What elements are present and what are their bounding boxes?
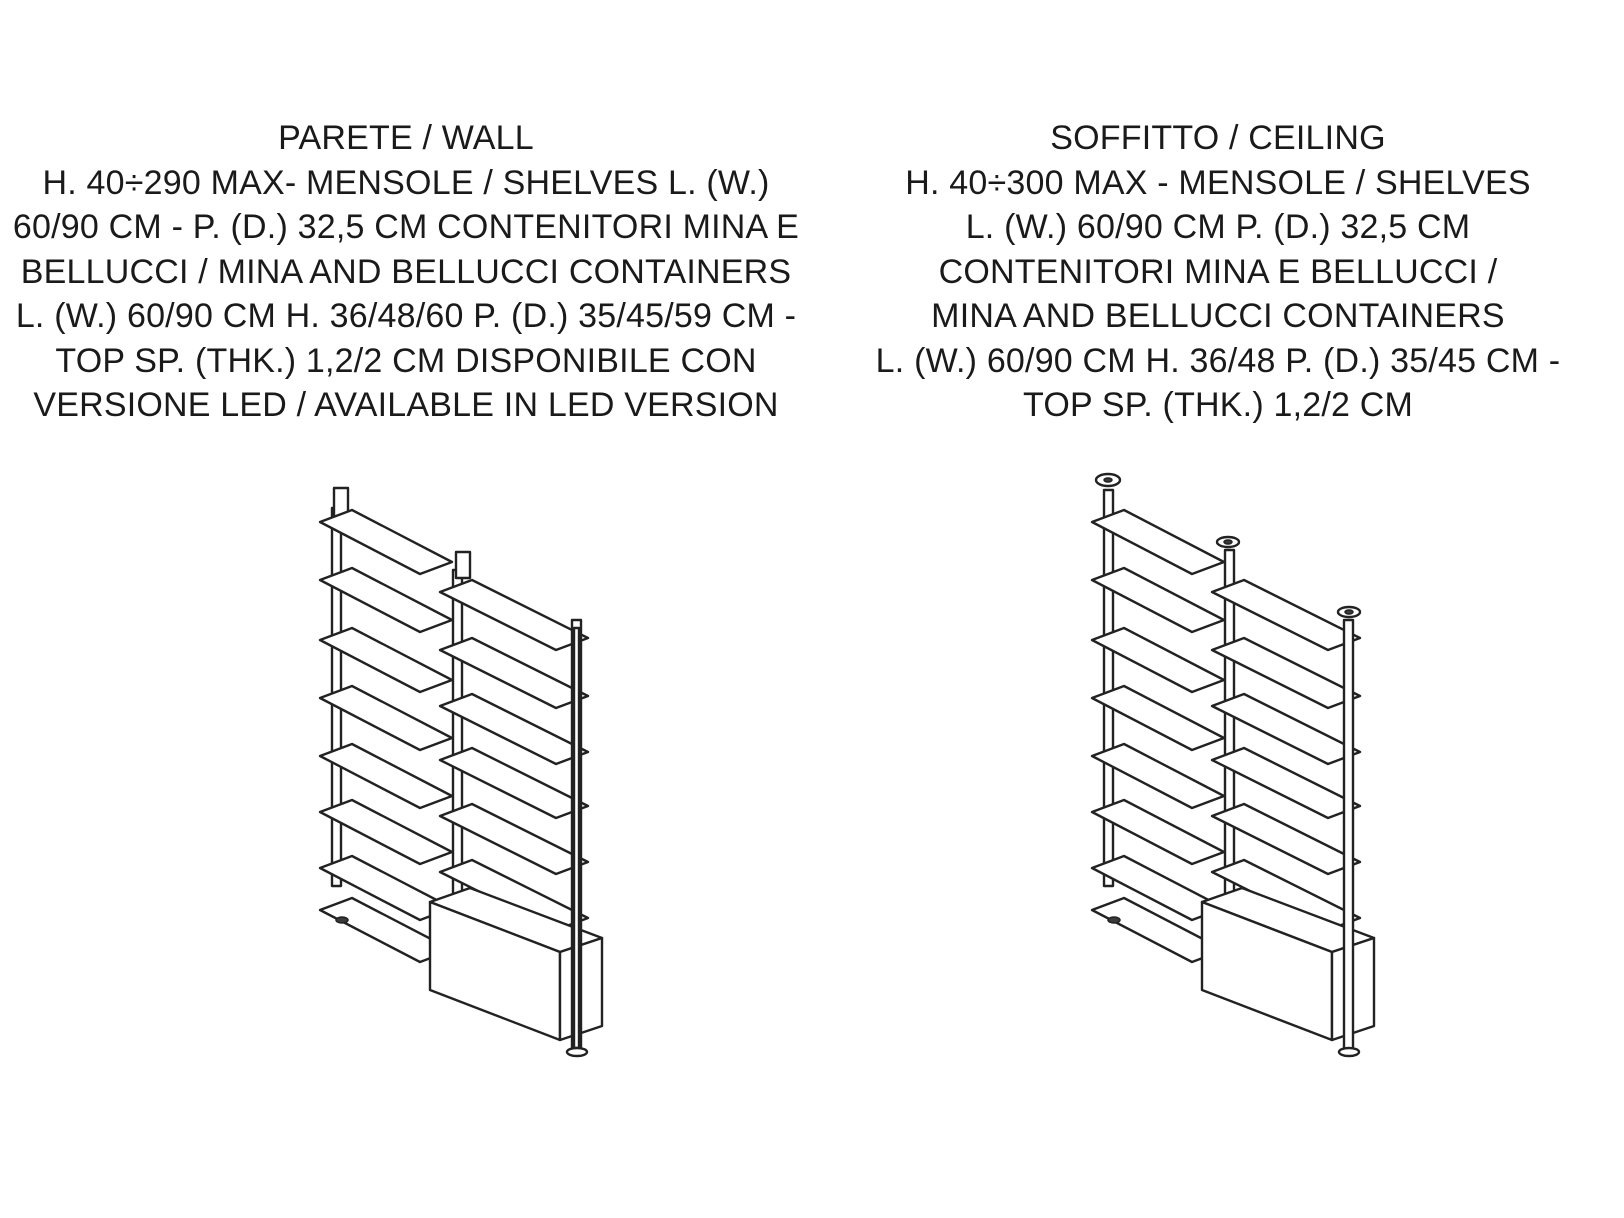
wall-spec-line: L. (W.) 60/90 CM H. 36/48/60 P. (D.) 35/… (15, 297, 797, 335)
container-cabinet (428, 886, 604, 1042)
wall-caption: PARETE / WALL H. 40÷290 MAX- MENSOLE / S… (0, 116, 812, 428)
ceiling-spec-line: CONTENITORI MINA E BELLUCCI / (938, 252, 1498, 291)
wall-shelving-drawing (318, 486, 604, 1058)
ceiling-caption: SOFFITTO / CEILING H. 40÷300 MAX - MENSO… (812, 116, 1624, 428)
wall-spec-line: BELLUCCI / MINA AND BELLUCCI CONTAINERS (20, 252, 792, 291)
ceiling-spec-line: L. (W.) 60/90 CM H. 36/48 P. (D.) 35/45 … (875, 341, 1561, 380)
wall-spec-line: 60/90 CM - P. (D.) 32,5 CM CONTENITORI M… (12, 208, 800, 246)
wall-title: PARETE / WALL (278, 119, 534, 157)
ceiling-spec-line: H. 40÷300 MAX - MENSOLE / SHELVES (905, 163, 1531, 202)
ceiling-shelving-illustration (1090, 472, 1376, 1058)
ceiling-shelving-drawing (1090, 472, 1376, 1058)
wall-shelving-illustration (318, 486, 604, 1058)
ceiling-spec-line: L. (W.) 60/90 CM P. (D.) 32,5 CM (965, 208, 1471, 246)
ceiling-spec-line: MINA AND BELLUCCI CONTAINERS (931, 297, 1505, 335)
wall-spec-line: TOP SP. (THK.) 1,2/2 CM DISPONIBILE CON (55, 341, 757, 380)
wall-spec-line: H. 40÷290 MAX- MENSOLE / SHELVES L. (W.) (42, 163, 770, 202)
right-shelves (438, 578, 590, 932)
ceiling-title: SOFFITTO / CEILING (1050, 119, 1386, 157)
ceiling-panel: SOFFITTO / CEILING H. 40÷300 MAX - MENSO… (812, 0, 1624, 1218)
left-shelves (1090, 508, 1226, 964)
right-shelves (1210, 578, 1362, 932)
left-shelves (318, 508, 454, 964)
wall-spec-line: VERSIONE LED / AVAILABLE IN LED VERSION (33, 386, 779, 424)
ceiling-spec-line: TOP SP. (THK.) 1,2/2 CM (1022, 386, 1414, 424)
wall-panel: PARETE / WALL H. 40÷290 MAX- MENSOLE / S… (0, 116, 812, 1058)
